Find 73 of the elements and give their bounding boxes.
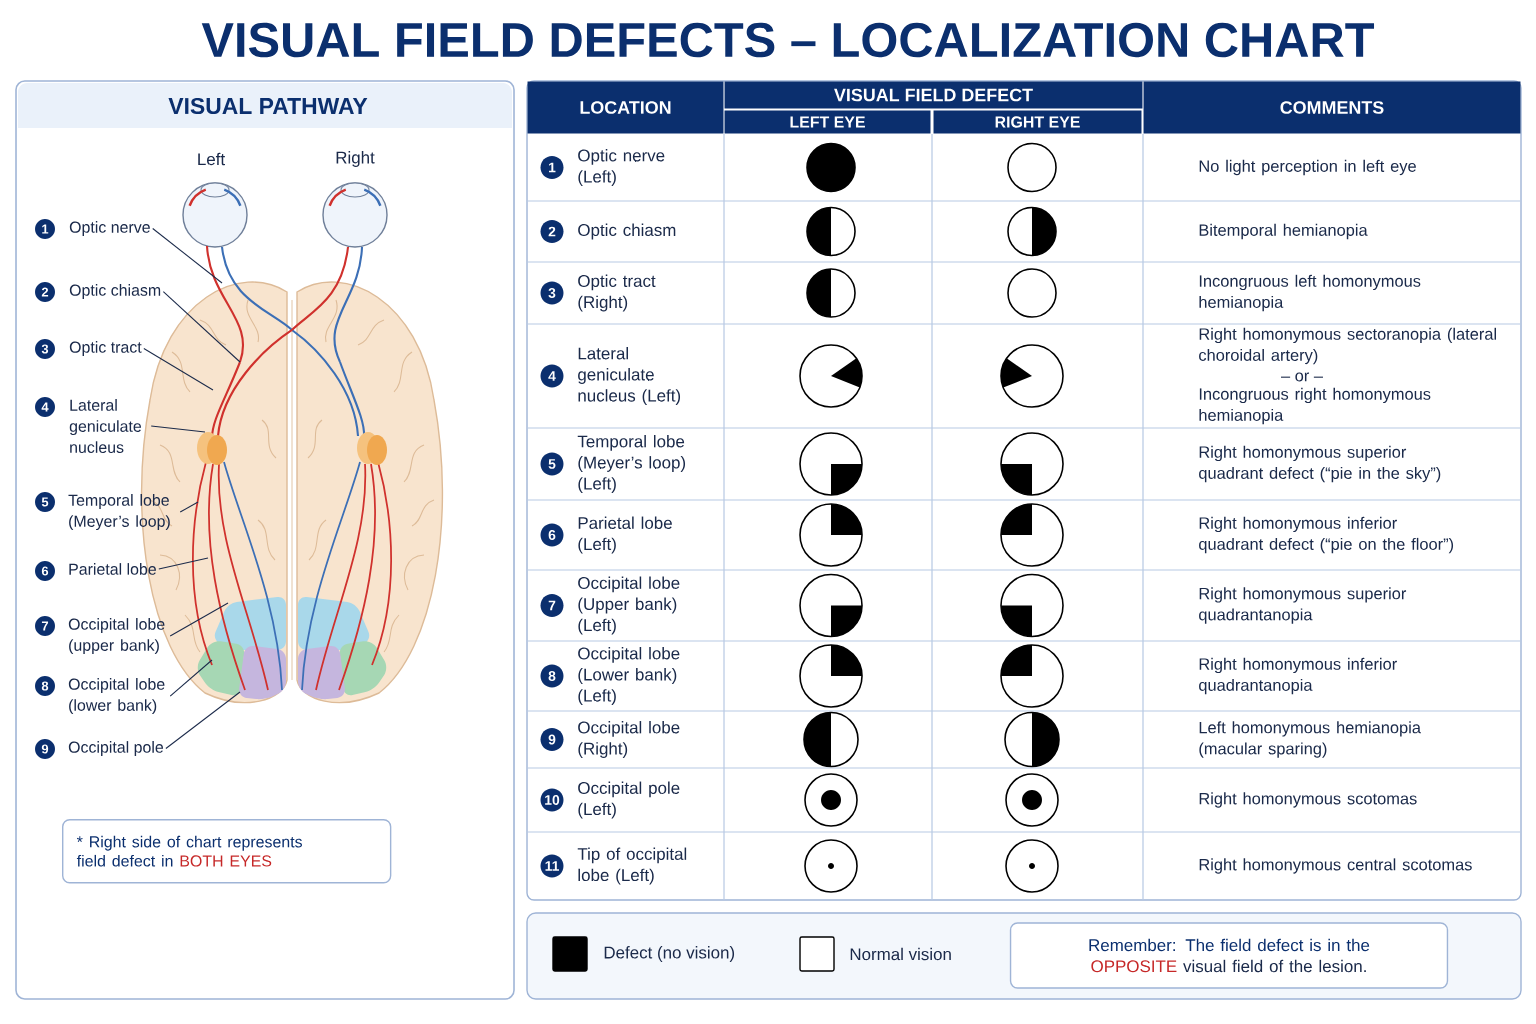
leader-line xyxy=(162,291,241,363)
location-text: Occipital lobe (Upper bank) (Left) xyxy=(578,576,680,635)
legend-label: Defect (no vision) xyxy=(604,946,735,962)
callout-number: 5 xyxy=(35,492,55,512)
number-badge: 8 xyxy=(540,664,564,688)
leader-line xyxy=(143,348,214,391)
leader-line xyxy=(169,602,229,637)
callout-label: Temporal lobe (Meyer’s loop) xyxy=(68,494,170,531)
number-badge: 6 xyxy=(540,523,564,547)
number-badge: 10 xyxy=(540,788,564,812)
number-badge: 1 xyxy=(540,156,564,179)
callout-label: Occipital lobe (lower bank) xyxy=(68,678,165,715)
location-text: Occipital lobe (Lower bank) (Left) xyxy=(578,647,680,705)
location-text: Optic tract (Right) xyxy=(578,274,656,312)
comment-text: Right homonymous inferior quadrant defect (“pie on the floor”) xyxy=(1199,516,1454,554)
leader-line xyxy=(152,228,223,284)
table-header: LOCATION xyxy=(527,81,724,134)
location-text: Occipital pole (Left) xyxy=(578,781,680,819)
number-badge: 3 xyxy=(540,281,564,305)
callout-number: 8 xyxy=(35,676,55,696)
callout-label: Optic chiasm xyxy=(69,284,161,299)
comment-text: Right homonymous superior quadrantanopia xyxy=(1199,587,1407,624)
location-text: Tip of occipital lobe (Left) xyxy=(577,847,687,885)
leader-line xyxy=(158,557,209,570)
location-text: Occipital lobe (Right) xyxy=(578,721,680,758)
comment-text: Right homonymous superior quadrant defect (“pie in the sky”) xyxy=(1199,445,1441,483)
callout-number: 1 xyxy=(35,219,55,239)
comment-text: Right homonymous central scotomas xyxy=(1199,858,1472,874)
location-text: Optic chiasm xyxy=(578,223,676,240)
callout-label: Optic nerve xyxy=(69,221,150,236)
callout-label: Optic tract xyxy=(69,341,142,356)
comment-text: Right homonymous scotomas xyxy=(1199,792,1417,808)
comment-text: No light perception in left eye xyxy=(1199,159,1416,176)
location-text: Parietal lobe (Left) xyxy=(578,516,672,554)
callout-number: 7 xyxy=(35,616,55,636)
comment-text: Right homonymous inferior quadrantanopia xyxy=(1199,657,1397,695)
reminder-box: Remember: The field defect is in the OPPOSITE visual field of the lesion. xyxy=(1009,922,1449,989)
callout-label: Lateral geniculate nucleus xyxy=(69,399,142,453)
location-text: Optic nerve (Left) xyxy=(578,149,665,186)
comment-text: – or – xyxy=(1281,372,1323,382)
callout-number: 9 xyxy=(35,739,55,759)
callout-number: 4 xyxy=(35,397,55,417)
callout-label: Parietal lobe xyxy=(69,563,156,575)
table-header: RIGHT EYE xyxy=(933,110,1142,134)
callout-number: 2 xyxy=(35,282,55,302)
comment-text: Incongruous left homonymous hemianopia xyxy=(1199,274,1421,312)
comment-text: Bitemporal hemianopia xyxy=(1199,223,1368,240)
number-badge: 9 xyxy=(540,728,564,751)
eye-label: Left xyxy=(198,152,225,166)
legend-label: Normal vision xyxy=(850,947,951,961)
number-badge: 11 xyxy=(540,854,564,878)
callout-number: 6 xyxy=(35,561,55,581)
comment-text: Incongruous right homonymous hemianopia xyxy=(1199,387,1431,425)
number-badge: 7 xyxy=(540,594,564,617)
comment-text: Left homonymous hemianopia (macular sparing) xyxy=(1199,721,1421,758)
note-box: * Right side of chart represents field defect in BOTH EYES xyxy=(62,819,392,884)
comment-text: Right homonymous sectoranopia (lateral choroidal artery) xyxy=(1199,327,1496,365)
number-badge: 5 xyxy=(540,452,564,476)
leader-line xyxy=(150,425,206,433)
table-header: COMMENTS xyxy=(1143,81,1521,134)
callout-label: Occipital lobe (upper bank) xyxy=(68,618,165,655)
eye-label: Right xyxy=(336,151,375,167)
leader-line xyxy=(179,501,199,513)
location-text: Lateral geniculate nucleus (Left) xyxy=(578,347,681,405)
number-badge: 4 xyxy=(540,364,564,388)
number-badge: 2 xyxy=(540,220,564,243)
table-header: LEFT EYE xyxy=(724,110,931,134)
callout-label: Occipital pole xyxy=(68,741,164,756)
leader-line xyxy=(165,691,241,750)
location-text: Temporal lobe (Meyer’s loop) (Left) xyxy=(577,435,686,493)
callout-number: 3 xyxy=(35,339,55,359)
title: VISUAL FIELD DEFECTS – LOCALIZATION CHART xyxy=(201,22,1374,58)
leader-line xyxy=(169,659,213,697)
